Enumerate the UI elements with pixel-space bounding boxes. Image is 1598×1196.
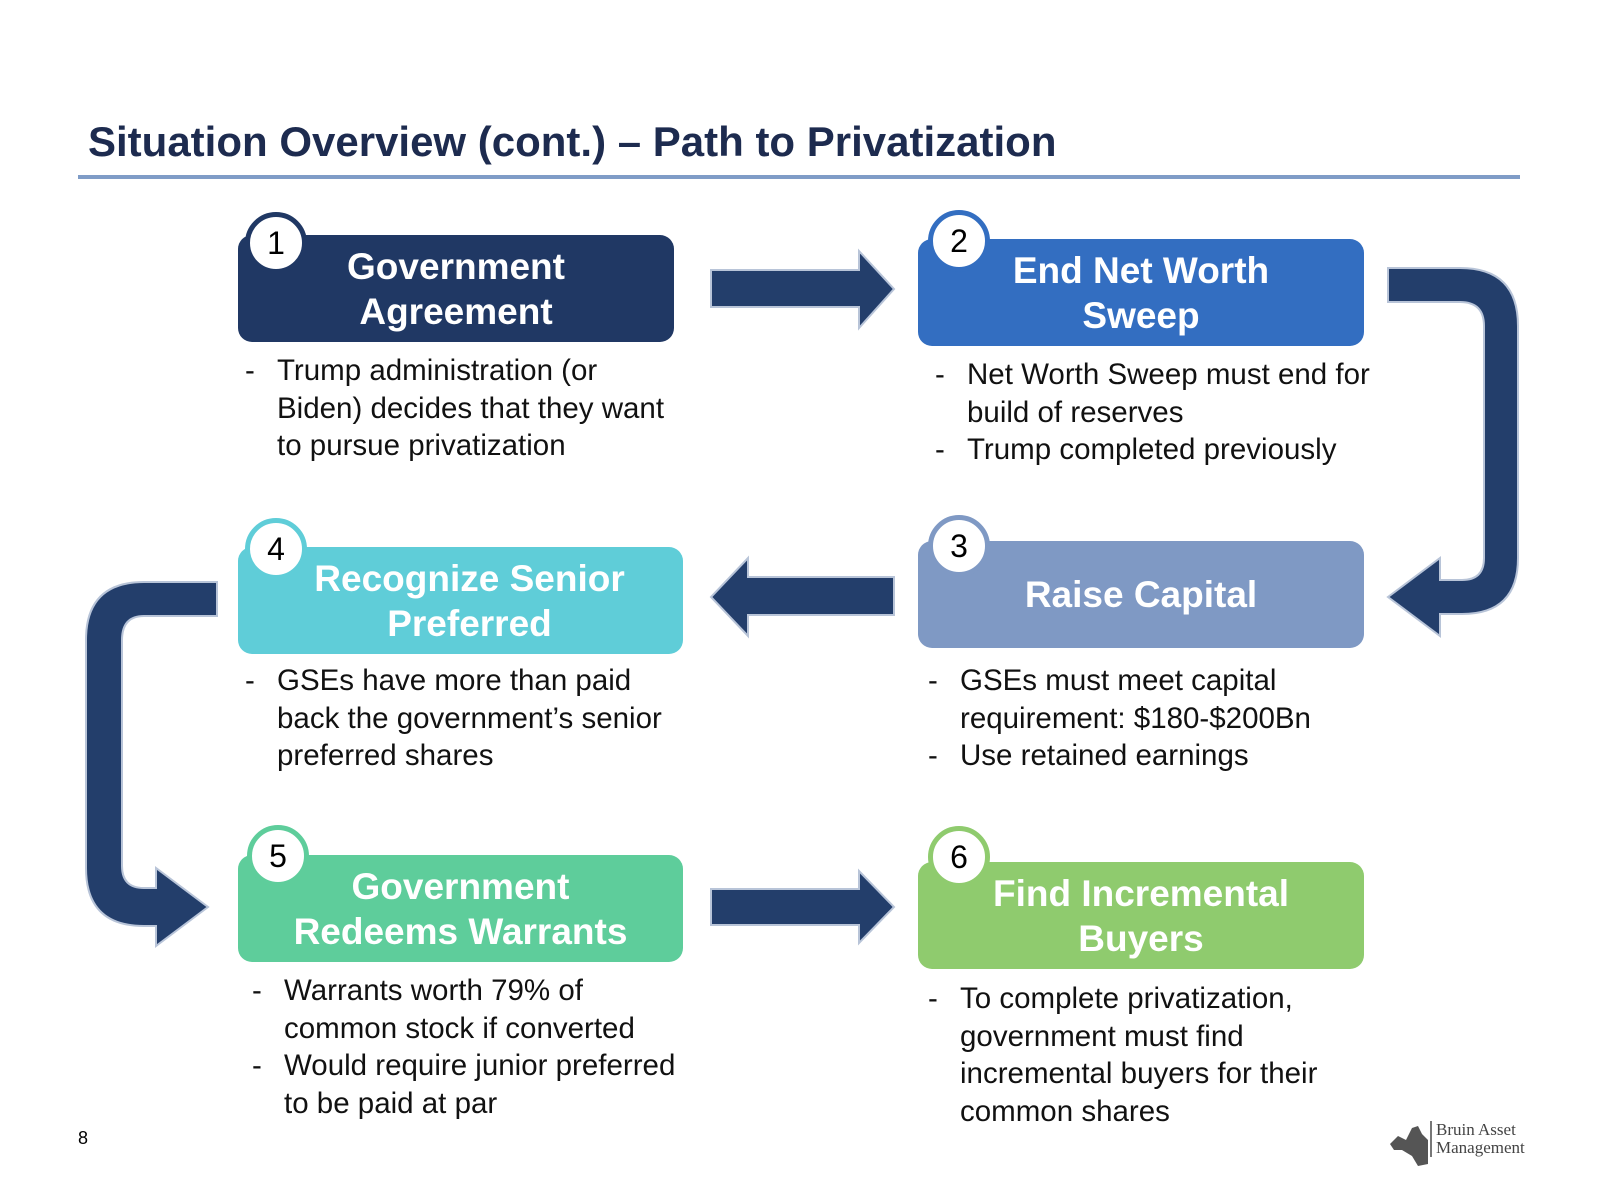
step-4-box: Recognize Senior Preferred <box>238 547 683 654</box>
step-4-bullet-1: GSEs have more than paid back the govern… <box>245 662 675 775</box>
step-1-bullets: Trump administration (or Biden) decides … <box>245 352 675 465</box>
step-2-title: End Net Worth Sweep <box>1012 249 1270 336</box>
step-2-number-badge: 2 <box>928 210 990 272</box>
step-6-title: Find Incremental Buyers <box>992 872 1290 959</box>
step-6-bullet-1: To complete privatization, government mu… <box>928 980 1368 1130</box>
page-number: 8 <box>78 1128 89 1148</box>
step-1-bullet-1: Trump administration (or Biden) decides … <box>245 352 675 465</box>
step-1-box: Government Agreement <box>238 235 674 342</box>
step-6-number-badge: 6 <box>928 826 990 888</box>
title-divider <box>78 175 1520 179</box>
step-3-bullet-1: GSEs must meet capital requirement: $180… <box>928 662 1368 737</box>
step-2-bullets: Net Worth Sweep must end for build of re… <box>935 356 1375 469</box>
step-3-title: Raise Capital <box>1024 574 1258 615</box>
step-1-title: Government Agreement <box>347 245 565 332</box>
step-5-bullet-1: Warrants worth 79% of common stock if co… <box>252 972 682 1047</box>
step-2-bullet-1: Net Worth Sweep must end for build of re… <box>935 356 1375 431</box>
step-4-number-badge: 4 <box>245 518 307 580</box>
step-6-bullets: To complete privatization, government mu… <box>928 980 1368 1130</box>
step-3-bullets: GSEs must meet capital requirement: $180… <box>928 662 1368 775</box>
step-3-number-badge: 3 <box>928 515 990 577</box>
step-5-title: Government Redeems Warrants <box>293 865 628 952</box>
step-4-title: Recognize Senior Preferred <box>314 557 625 644</box>
step-3-box: Raise Capital <box>918 541 1364 648</box>
arrow-2-to-3 <box>1386 267 1519 638</box>
step-4-bullets: GSEs have more than paid back the govern… <box>245 662 675 775</box>
step-5-bullets: Warrants worth 79% of common stock if co… <box>252 972 682 1122</box>
step-2-bullet-2: Trump completed previously <box>935 431 1375 469</box>
step-5-number-badge: 5 <box>247 825 309 887</box>
arrow-4-to-5 <box>85 581 218 948</box>
step-2-box: End Net Worth Sweep <box>918 239 1364 346</box>
step-3-bullet-2: Use retained earnings <box>928 737 1368 775</box>
bruin-logo-icon <box>1390 1126 1428 1166</box>
step-1-number-badge: 1 <box>245 212 307 274</box>
step-6-box: Find Incremental Buyers <box>918 862 1364 969</box>
step-5-box: Government Redeems Warrants <box>238 855 683 962</box>
arrow-5-to-6 <box>710 868 896 946</box>
arrow-1-to-2 <box>710 248 896 331</box>
company-logo-text: Bruin Asset Management <box>1430 1121 1525 1157</box>
page-title: Situation Overview (cont.) – Path to Pri… <box>88 118 1057 165</box>
step-5-bullet-2: Would require junior preferred to be pai… <box>252 1047 682 1122</box>
arrow-3-to-4 <box>709 555 895 639</box>
